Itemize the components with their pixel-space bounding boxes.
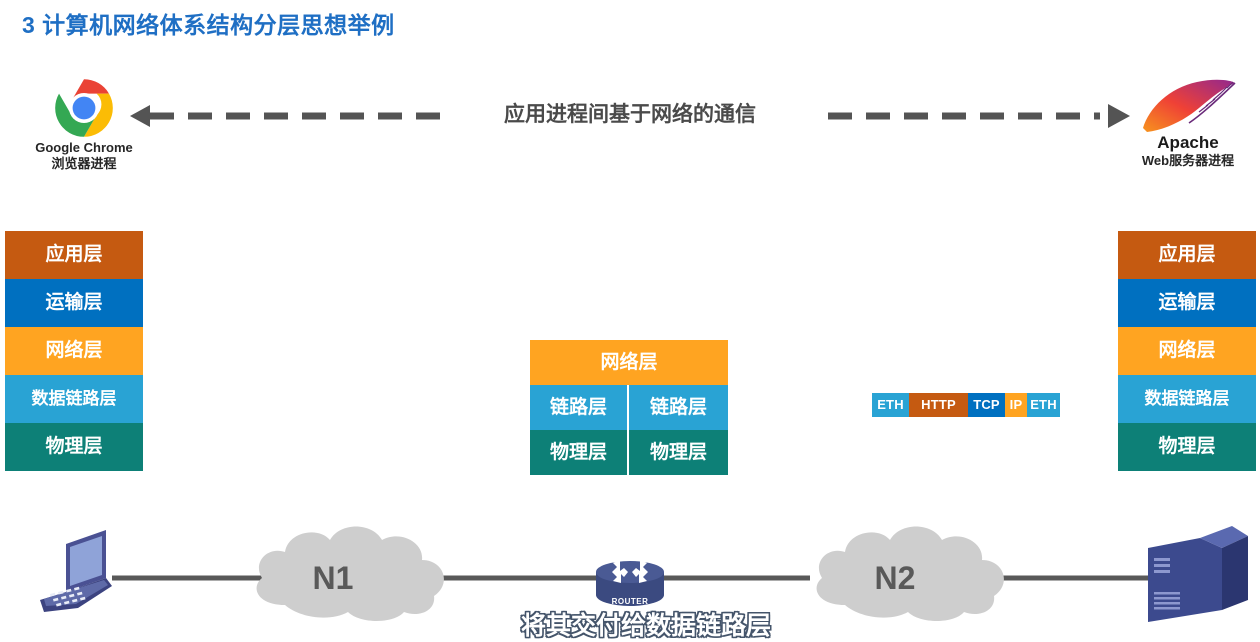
packet-diagram: ETH HTTP TCP IP ETH [872,393,1060,417]
client-process-block: Google Chrome 浏览器进程 [22,78,146,173]
server-process-role: Web服务器进程 [1141,152,1235,168]
cloud-n1-label: N1 [312,560,354,596]
communication-arrow [128,96,1132,136]
stack-layer-physical[interactable]: 物理层 [5,423,143,471]
stack-layer-application[interactable]: 应用层 [5,231,143,279]
router-layer-physical-left[interactable]: 物理层 [530,430,629,475]
packet-field-tcp: TCP [968,393,1005,417]
protocol-stack-router: 网络层 链路层 链路层 物理层 物理层 [530,340,728,475]
stack-layer-physical[interactable]: 物理层 [1118,423,1256,471]
stack-layer-datalink[interactable]: 数据链路层 [1118,375,1256,423]
client-process-name: Google Chrome [35,140,133,155]
stack-layer-network[interactable]: 网络层 [5,327,143,375]
stack-layer-application[interactable]: 应用层 [1118,231,1256,279]
stack-layer-network[interactable]: 网络层 [1118,327,1256,375]
router-layer-link-right[interactable]: 链路层 [629,385,728,430]
cloud-n2-label: N2 [874,560,916,596]
stack-layer-transport[interactable]: 运输层 [1118,279,1256,327]
network-topology [0,500,1260,625]
server-process-name: Apache [1157,133,1219,152]
router-icon [596,560,664,606]
packet-field-eth-trailer: ETH [1027,393,1060,417]
stack-layer-datalink[interactable]: 数据链路层 [5,375,143,423]
client-process-role: 浏览器进程 [51,156,117,172]
bottom-caption: 将其交付给数据链路层 [520,612,771,640]
protocol-stack-server: 应用层 运输层 网络层 数据链路层 物理层 [1118,231,1256,471]
router-layer-link-left[interactable]: 链路层 [530,385,629,430]
cloud-n1-shape [256,526,444,621]
protocol-stack-client: 应用层 运输层 网络层 数据链路层 物理层 [5,231,143,471]
apache-feather-icon [1124,78,1252,136]
router-link-layer-row: 链路层 链路层 [530,385,728,430]
cloud-n2-shape [816,526,1004,621]
server-icon [1148,526,1248,622]
google-chrome-icon [22,78,146,138]
packet-field-eth-header: ETH [872,393,909,417]
communication-label: 应用进程间基于网络的通信 [504,103,756,126]
packet-field-http: HTTP [909,393,968,417]
router-layer-network[interactable]: 网络层 [530,340,728,385]
router-physical-layer-row: 物理层 物理层 [530,430,728,475]
server-process-block: Apache Web服务器进程 [1124,78,1252,170]
page-title: 3 计算机网络体系结构分层思想举例 [22,12,395,38]
stack-layer-transport[interactable]: 运输层 [5,279,143,327]
router-icon-label: ROUTER [611,597,649,606]
laptop-icon [40,530,112,612]
packet-field-ip: IP [1005,393,1027,417]
router-layer-physical-right[interactable]: 物理层 [629,430,728,475]
